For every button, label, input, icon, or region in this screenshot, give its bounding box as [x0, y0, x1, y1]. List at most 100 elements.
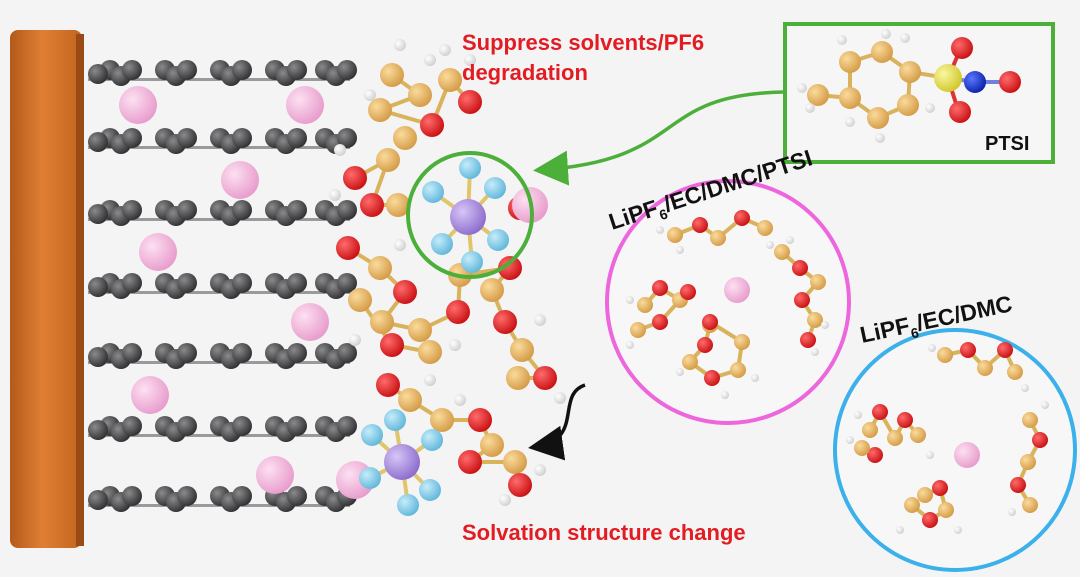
- fluorine-atom: [384, 409, 406, 431]
- oxygen-atom: [932, 480, 948, 496]
- carbon-atom: [897, 94, 919, 116]
- lithium-ion: [131, 376, 169, 414]
- carbon-atom: [807, 84, 829, 106]
- carbon-atom: [810, 274, 826, 290]
- hydrogen-atom: [805, 103, 815, 113]
- carbon-cluster: [177, 60, 197, 80]
- hydrogen-atom: [464, 54, 476, 66]
- carbon-atom: [937, 347, 953, 363]
- carbon-atom: [1007, 364, 1023, 380]
- carbon-atom: [368, 98, 392, 122]
- solvent-molecules: [329, 39, 566, 516]
- fluorine-atom: [421, 429, 443, 451]
- hydrogen-atom: [1021, 384, 1029, 392]
- hydrogen-atom: [928, 344, 936, 352]
- sulfur-atom: [934, 64, 962, 92]
- hydrogen-atom: [676, 246, 684, 254]
- carbon-atom: [682, 354, 698, 370]
- fluorine-atom: [397, 494, 419, 516]
- carbon-atom: [630, 322, 646, 338]
- carbon-cluster: [88, 204, 108, 224]
- fluorine-atom: [419, 479, 441, 501]
- carbon-atom: [1020, 454, 1036, 470]
- carbon-atom: [807, 312, 823, 328]
- oxygen-atom: [343, 166, 367, 190]
- nitrogen-atom: [964, 71, 986, 93]
- carbon-atom: [418, 340, 442, 364]
- hydrogen-atom: [797, 83, 807, 93]
- hydrogen-atom: [811, 348, 819, 356]
- carbon-cluster: [287, 60, 307, 80]
- fluorine-atom: [487, 229, 509, 251]
- hydrogen-atom: [394, 239, 406, 251]
- electrode-edge: [76, 34, 84, 546]
- fluorine-atom: [359, 467, 381, 489]
- fluorine-atom: [431, 233, 453, 255]
- carbon-cluster: [287, 416, 307, 436]
- oxygen-atom: [734, 210, 750, 226]
- carbon-atom: [839, 51, 861, 73]
- carbon-atom: [667, 227, 683, 243]
- hydrogen-atom: [424, 374, 436, 386]
- lithium-ion: [139, 233, 177, 271]
- carbon-atom: [503, 450, 527, 474]
- pf6-anion-top: [422, 157, 509, 273]
- carbon-cluster: [88, 347, 108, 367]
- hydrogen-atom: [721, 391, 729, 399]
- oxygen-atom: [468, 408, 492, 432]
- carbon-cluster: [88, 132, 108, 152]
- carbon-atom: [899, 61, 921, 83]
- pf6-anion-bottom: [359, 409, 443, 516]
- carbon-cluster: [232, 128, 252, 148]
- carbon-cluster: [337, 200, 357, 220]
- carbon-atom: [506, 366, 530, 390]
- carbon-atom: [480, 433, 504, 457]
- carbon-cluster: [122, 273, 142, 293]
- fluorine-atom: [459, 157, 481, 179]
- carbon-cluster: [337, 273, 357, 293]
- oxygen-atom: [336, 236, 360, 260]
- carbon-cluster: [232, 343, 252, 363]
- phosphorus-atom: [450, 199, 486, 235]
- oxygen-atom: [997, 342, 1013, 358]
- oxygen-atom: [794, 292, 810, 308]
- carbon-atom: [1022, 412, 1038, 428]
- hydrogen-atom: [926, 451, 934, 459]
- oxygen-atom: [498, 256, 522, 280]
- oxygen-atom: [800, 332, 816, 348]
- ptsi-box: [783, 22, 1055, 164]
- suppress-label-line2: degradation: [462, 60, 588, 85]
- carbon-atom: [370, 310, 394, 334]
- oxygen-atom: [493, 310, 517, 334]
- fluorine-atom: [422, 181, 444, 203]
- lithium-ions: [119, 86, 374, 499]
- carbon-cluster: [177, 486, 197, 506]
- hydrogen-atom: [349, 334, 361, 346]
- oxygen-atom: [897, 412, 913, 428]
- carbon-atom: [977, 360, 993, 376]
- oxygen-atom: [533, 366, 557, 390]
- carbon-atom: [408, 83, 432, 107]
- black-arrow: [528, 383, 586, 461]
- green-arrow: [533, 90, 784, 186]
- carbon-atom: [867, 107, 889, 129]
- carbon-cluster: [177, 343, 197, 363]
- lithium-ion: [286, 86, 324, 124]
- carbon-cluster: [232, 486, 252, 506]
- hydrogen-atom: [954, 526, 962, 534]
- hydrogen-atom: [766, 241, 774, 249]
- carbon-cluster: [122, 416, 142, 436]
- carbon-cluster: [337, 128, 357, 148]
- carbon-cluster: [88, 490, 108, 510]
- hydrogen-atom: [925, 103, 935, 113]
- carbon-cluster: [287, 200, 307, 220]
- oxygen-atom: [1032, 432, 1048, 448]
- carbon-cluster: [88, 64, 108, 84]
- carbon-cluster: [287, 128, 307, 148]
- ptsi-molecule: [797, 29, 1021, 143]
- carbon-atom: [730, 362, 746, 378]
- carbon-atom: [348, 288, 372, 312]
- carbon-atom: [774, 244, 790, 260]
- hydrogen-atom: [334, 144, 346, 156]
- hydrogen-atom: [454, 394, 466, 406]
